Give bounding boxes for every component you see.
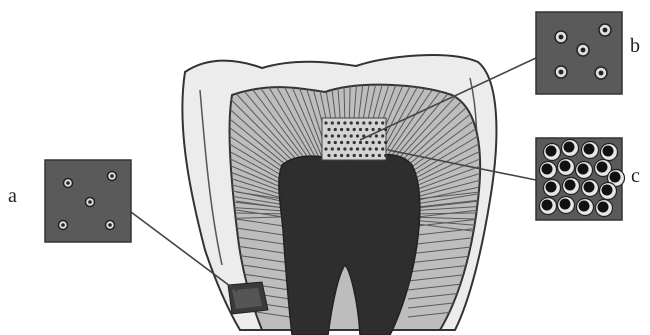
caries-region-root bbox=[228, 282, 268, 314]
inset-b bbox=[536, 12, 622, 94]
inset-c bbox=[536, 138, 625, 220]
inset-a bbox=[45, 160, 131, 242]
label-c: c bbox=[631, 166, 640, 186]
label-a: a bbox=[8, 186, 17, 206]
label-b: b bbox=[630, 36, 640, 56]
caries-region-center bbox=[322, 118, 387, 160]
